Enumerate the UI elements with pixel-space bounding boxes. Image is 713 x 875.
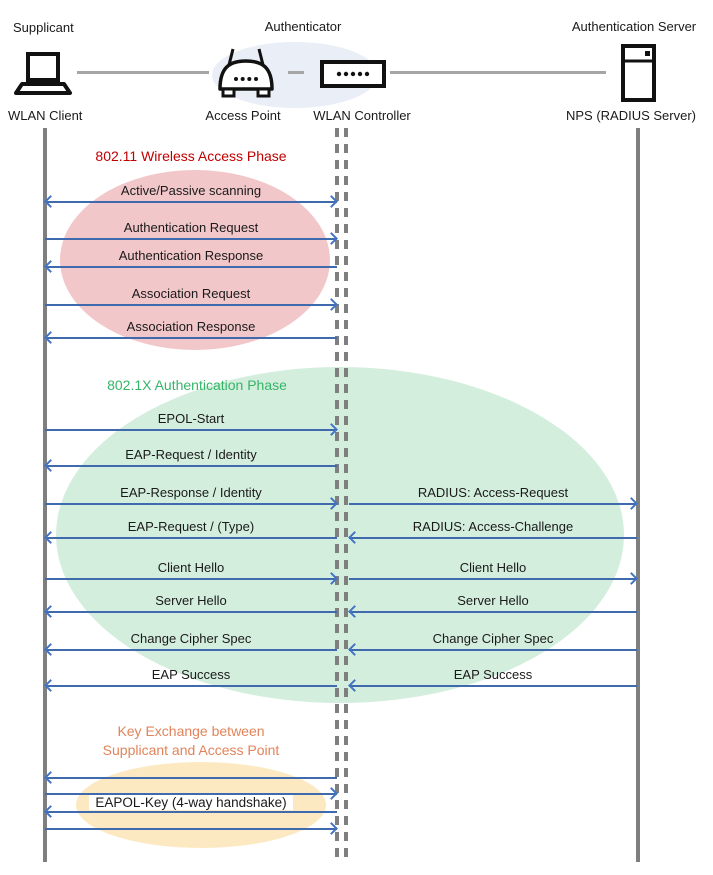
role-authenticator: Authenticator [264,19,342,34]
phase2-title: 802.1X Authentication Phase [107,377,287,393]
message-server-hello-right: Server Hello [348,593,637,618]
role-supplicant: Supplicant [13,20,74,35]
role-authentication-server: Authentication Server [571,19,697,34]
message-eapol-key-arrow-1 [44,771,337,784]
arrow-line [348,605,637,618]
message-label: EAP-Request / Identity [125,447,257,462]
message-association-response: Association Response [44,319,337,344]
phase2-ellipse [56,367,624,703]
phase3-title-line1: Key Exchange between [117,723,265,739]
connector-controller-nps [390,71,606,74]
message-eap-request-identity: EAP-Request / Identity [44,447,337,472]
message-label: Server Hello [457,593,529,608]
eapol-key-label: EAPOL-Key (4-way handshake) [45,794,337,812]
arrow-line [348,679,637,692]
arrow-line [44,805,337,818]
message-label: Association Request [131,286,251,301]
arrow-line [44,331,337,344]
message-label: EAP-Response / Identity [120,485,262,500]
phase1-title: 802.11 Wireless Access Phase [95,148,287,164]
device-label-access-point: Access Point [205,108,281,123]
message-label: EAP Success [151,667,231,682]
message-change-cipher-left: Change Cipher Spec [44,631,337,656]
device-label-wlan-controller: WLAN Controller [313,108,411,123]
message-eap-request-type: EAP-Request / (Type) [44,519,337,544]
arrow-line [45,822,338,835]
arrow-line [349,497,638,510]
arrow-line [45,232,338,245]
message-eap-success-right: EAP Success [348,667,637,692]
arrow-line [45,423,338,436]
device-label-wlan-client: WLAN Client [8,108,83,123]
arrow-line [44,260,337,273]
message-change-cipher-right: Change Cipher Spec [348,631,637,656]
arrow-line [348,643,637,656]
access-point-icon [212,46,280,102]
lifeline-controller-right [344,128,348,862]
arrow-line [348,531,637,544]
message-eap-success-left: EAP Success [44,667,337,692]
lifeline-wlan-client [43,128,47,862]
message-eapol-key-arrow-3 [44,805,337,818]
message-label: Server Hello [155,593,227,608]
message-label: Change Cipher Spec [130,631,252,646]
message-label: Change Cipher Spec [432,631,554,646]
message-eap-response-identity: EAP-Response / Identity [45,485,338,510]
message-label: Client Hello [459,560,527,575]
message-label: Authentication Request [123,220,259,235]
message-label: Client Hello [157,560,225,575]
message-label: Association Response [126,319,256,334]
message-label: Authentication Response [118,248,264,263]
wlan-controller-icon [320,59,386,89]
server-icon [620,44,657,102]
lifeline-controller-left [335,128,339,862]
message-label: EAP Success [453,667,533,682]
arrow-line [44,643,337,656]
arrow-line [45,572,338,585]
device-label-nps: NPS (RADIUS Server) [565,108,697,123]
message-active-passive-scanning: Active/Passive scanning [44,183,338,208]
message-association-request: Association Request [45,286,338,311]
message-epol-start: EPOL-Start [45,411,338,436]
phase3-title: Key Exchange between Supplicant and Acce… [45,722,337,760]
arrow-line [45,298,338,311]
arrow-line [349,572,638,585]
message-label: Active/Passive scanning [120,183,262,198]
message-server-hello-left: Server Hello [44,593,337,618]
arrow-line [45,787,338,800]
arrow-line [44,459,337,472]
message-radius-access-request: RADIUS: Access-Request [349,485,638,510]
connector-client-ap [77,71,209,74]
message-eapol-key-arrow-4 [45,822,338,835]
message-label: EPOL-Start [157,411,225,426]
arrow-line [44,195,338,208]
message-label: RADIUS: Access-Challenge [412,519,574,534]
message-label: EAP-Request / (Type) [127,519,255,534]
message-authentication-request: Authentication Request [45,220,338,245]
arrow-line [44,771,337,784]
phase3-title-line2: Supplicant and Access Point [102,742,280,758]
arrow-line [45,497,338,510]
message-label: RADIUS: Access-Request [417,485,569,500]
message-authentication-response: Authentication Response [44,248,337,273]
message-radius-access-challenge: RADIUS: Access-Challenge [348,519,637,544]
connector-ap-controller [288,71,304,74]
phase1-ellipse [60,170,330,350]
message-eapol-key-arrow-2 [45,787,338,800]
laptop-icon [12,52,74,98]
message-client-hello-right: Client Hello [349,560,638,585]
arrow-line [44,531,337,544]
arrow-line [44,605,337,618]
arrow-line [44,679,337,692]
message-client-hello-left: Client Hello [45,560,338,585]
lifeline-nps [636,128,640,862]
